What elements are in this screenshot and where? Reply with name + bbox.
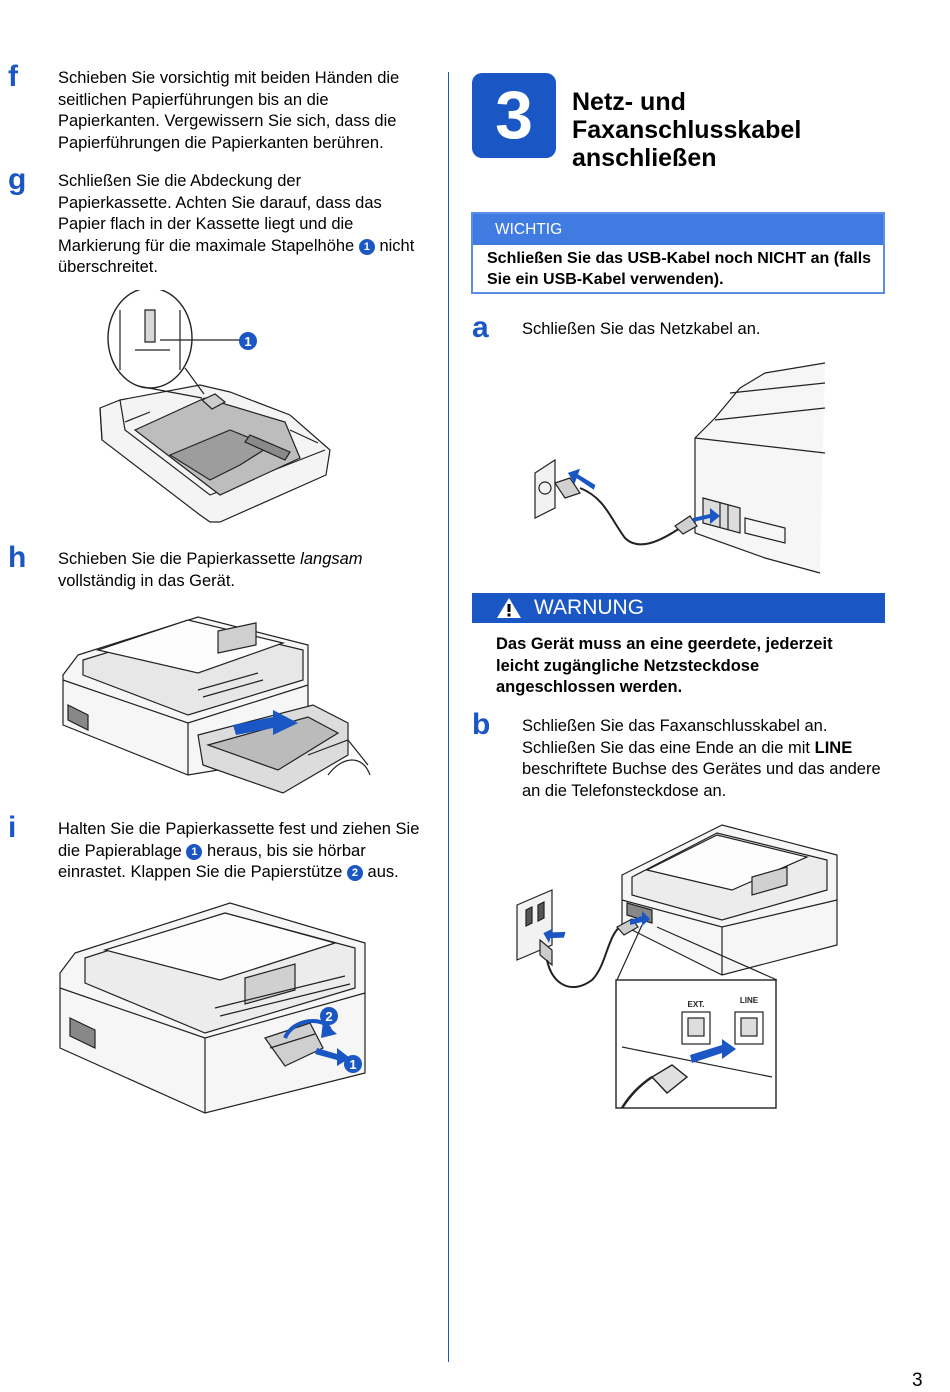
step-g-text: Schließen Sie die Abdeckung der Papierka… (58, 171, 418, 279)
step-h-text-italic: langsam (300, 550, 363, 568)
power-cable-illustration (534, 362, 825, 574)
printer-output-tray-illustration: 2 1 (59, 902, 366, 1114)
step-letter-i: i (8, 811, 17, 844)
step-i-text-1: Halten Sie die Papierkassette fest und z… (58, 820, 420, 860)
step-i-text-3: aus. (367, 863, 399, 881)
illustration-callout-1: 1 (349, 1057, 356, 1072)
step-i-text: Halten Sie die Papierkassette fest und z… (58, 819, 428, 884)
warning-text: Das Gerät muss an eine geerdete, jederze… (496, 635, 833, 696)
step-a-text: Schließen Sie das Netzkabel an. (522, 320, 761, 338)
step-letter-g: g (8, 163, 27, 196)
step-h-text: Schieben Sie die Papierkassette langsam … (58, 549, 418, 592)
step-i-text-2: heraus, bis sie hörbar einrastet. Klappe… (58, 841, 366, 882)
port-label-ext: EXT. (688, 1000, 705, 1009)
section-number-box: 3 (472, 73, 556, 158)
fax-cable-illustration: EXT. LINE (516, 824, 838, 1109)
important-label: WICHTIG (473, 214, 883, 245)
step-b-text: Schließen Sie das Faxanschlusskabel an. … (522, 716, 892, 802)
warning-bar: WARNUNG (472, 593, 885, 623)
step-letter-f: f (8, 60, 18, 93)
step-h-text-before: Schieben Sie die Papierkassette (58, 550, 296, 568)
marker-badge-1: 1 (186, 843, 203, 860)
warning-icon (497, 598, 521, 618)
paper-cassette-illustration: 1 (99, 290, 331, 523)
step-h-text-after: vollständig in das Gerät. (58, 571, 236, 590)
important-notice: WICHTIG Schließen Sie das USB-Kabel noch… (471, 212, 885, 294)
printer-cassette-insert-illustration (62, 616, 371, 794)
marker-badge-1: 1 (358, 238, 375, 255)
step-letter-a: a (472, 311, 489, 344)
step-b-text-bold: LINE (814, 738, 853, 757)
step-b-text-before: Schließen Sie das Faxanschlusskabel an. … (522, 717, 828, 757)
important-text: Schließen Sie das USB-Kabel noch NICHT a… (487, 250, 872, 288)
step-g-text-after: nicht überschreitet. (58, 236, 415, 277)
step-g-text-before: Schließen Sie die Abdeckung der Papierka… (58, 172, 382, 255)
section-title: Netz- und Faxanschlusskabel anschließen (572, 88, 802, 172)
warning-label: WARNUNG (534, 596, 645, 619)
step-letter-b: b (472, 708, 491, 741)
marker-badge-2: 2 (346, 865, 363, 881)
step-letter-h: h (8, 541, 27, 574)
step-f-text: Schieben Sie vorsichtig mit beiden Hände… (58, 69, 400, 152)
step-b-text-after: beschriftete Buchse des Gerätes und das … (522, 760, 881, 800)
column-divider (448, 72, 449, 1362)
page-number: 3 (912, 1370, 923, 1391)
illustration-callout-2: 2 (325, 1009, 332, 1024)
illustration-callout-1: 1 (244, 334, 251, 349)
port-label-line: LINE (740, 996, 759, 1005)
